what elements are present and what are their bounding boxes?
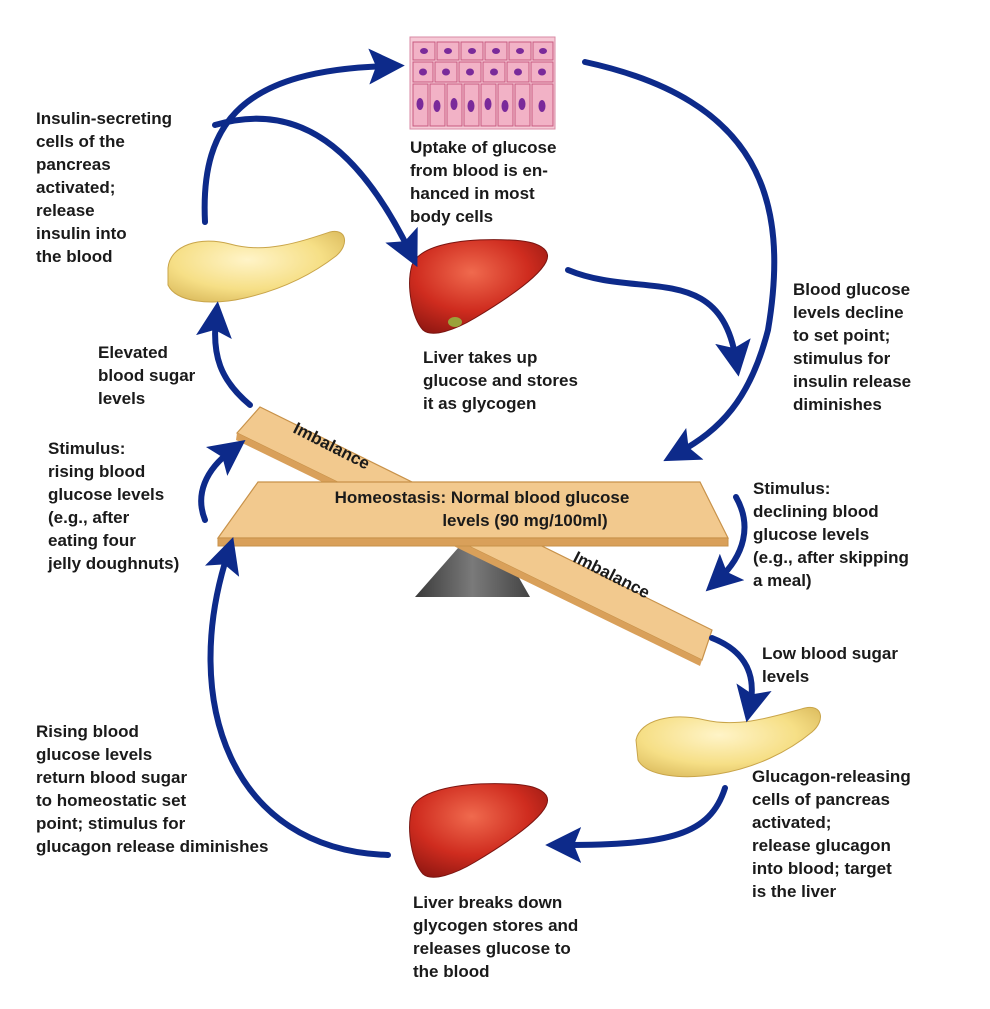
arrow-pancreas-to-lower-liver <box>545 785 728 863</box>
liver-lower-image <box>409 783 548 878</box>
homeostasis-label-line2: levels (90 mg/100ml) <box>442 511 607 530</box>
arrow-liver-return-to-setpoint <box>204 537 391 858</box>
pancreas-lower-image <box>635 706 821 778</box>
low-sugar-label: Low blood sugar levels <box>762 644 898 686</box>
arrow-liver-to-setpoint <box>565 267 751 377</box>
homeostasis-label-line1: Homeostasis: Normal blood glucose <box>335 488 630 507</box>
uptake-label: Uptake of glucose from blood is en- hanc… <box>410 138 557 226</box>
rising-return-label: Rising blood glucose levels return blood… <box>36 722 269 856</box>
arrow-low-sugar-to-pancreas <box>709 635 772 723</box>
elevated-label: Elevated blood sugar levels <box>98 343 196 408</box>
blood-glucose-decline-label: Blood glucose levels decline to set poin… <box>793 280 912 414</box>
arrow-elevated-to-pancreas <box>196 301 253 408</box>
arrow-cells-to-setpoint <box>582 59 778 462</box>
liver-upper-image <box>409 239 548 334</box>
arrow-stimulus-declining <box>705 494 748 592</box>
insulin-cells-label: Insulin-secreting cells of the pancreas … <box>36 109 173 266</box>
stimulus-declining-label: Stimulus: declining blood glucose levels… <box>753 479 909 590</box>
body-cells-image <box>409 36 556 130</box>
glucagon-cells-label: Glucagon-releasing cells of pancreas act… <box>752 767 911 901</box>
liver-breaks-down-label: Liver breaks down glycogen stores and re… <box>413 893 579 981</box>
arrow-stimulus-rising <box>198 439 246 523</box>
arrow-pancreas-to-liver <box>212 115 418 268</box>
pancreas-upper-image <box>167 230 345 303</box>
arrow-pancreas-to-cells <box>201 48 405 225</box>
liver-takes-up-label: Liver takes up glucose and stores it as … <box>423 348 578 413</box>
stimulus-rising-label: Stimulus: rising blood glucose levels (e… <box>48 439 180 573</box>
